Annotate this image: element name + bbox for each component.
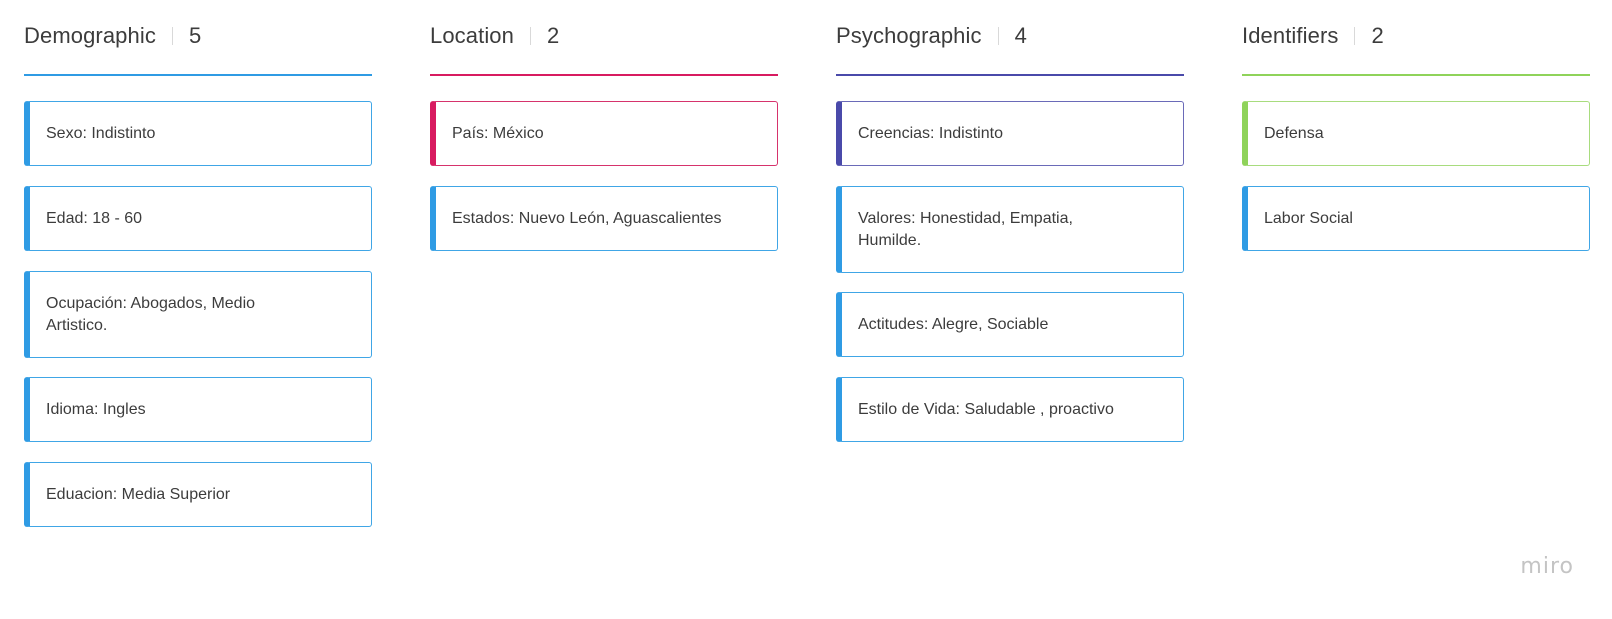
- column-title: Location: [430, 23, 514, 48]
- card[interactable]: Estilo de Vida: Saludable , proactivo: [836, 377, 1184, 442]
- card[interactable]: Sexo: Indistinto: [24, 101, 372, 166]
- card-text: Ocupación: Abogados, Medio Artistico.: [46, 295, 256, 334]
- card[interactable]: Creencias: Indistinto: [836, 101, 1184, 166]
- card-text: Sexo: Indistinto: [46, 125, 156, 142]
- card[interactable]: Actitudes: Alegre, Sociable: [836, 292, 1184, 357]
- column-title: Psychographic: [836, 23, 982, 48]
- card[interactable]: Valores: Honestidad, Empatia, Humilde.: [836, 186, 1184, 273]
- card[interactable]: Eduacion: Media Superior: [24, 462, 372, 527]
- header-divider: [171, 27, 173, 45]
- card-text: Creencias: Indistinto: [858, 125, 1003, 142]
- card-text: País: México: [452, 125, 544, 142]
- card-text: Edad: 18 - 60: [46, 210, 143, 227]
- column-count: 2: [546, 23, 560, 48]
- header-divider: [529, 27, 531, 45]
- column-title: Identifiers: [1242, 23, 1339, 48]
- header-divider: [997, 27, 999, 45]
- column-header[interactable]: Location 2: [430, 20, 559, 52]
- column-header[interactable]: Identifiers 2: [1242, 20, 1384, 52]
- column-header[interactable]: Demographic 5: [24, 20, 201, 52]
- column-count: 2: [1371, 23, 1384, 48]
- column-title: Demographic: [24, 23, 156, 48]
- column-rule: [1242, 74, 1590, 76]
- column-rule: [24, 74, 372, 76]
- card[interactable]: País: México: [430, 101, 778, 166]
- header-divider: [1354, 27, 1356, 45]
- column-count: 4: [1014, 23, 1027, 48]
- miro-logo: miro: [1520, 554, 1574, 579]
- column-rule: [836, 74, 1184, 76]
- column-rule: [430, 74, 778, 76]
- column-header[interactable]: Psychographic 4: [836, 20, 1027, 52]
- card[interactable]: Defensa: [1242, 101, 1590, 166]
- card[interactable]: Labor Social: [1242, 186, 1590, 251]
- card-text: Valores: Honestidad, Empatia, Humilde.: [858, 210, 1073, 249]
- card-text: Defensa: [1264, 125, 1324, 142]
- card[interactable]: Ocupación: Abogados, Medio Artistico.: [24, 271, 372, 358]
- card[interactable]: Idioma: Ingles: [24, 377, 372, 442]
- card[interactable]: Estados: Nuevo León, Aguascalientes: [430, 186, 778, 251]
- card-text: Estados: Nuevo León, Aguascalientes: [452, 210, 722, 227]
- card-text: Idioma: Ingles: [46, 401, 146, 418]
- card-text: Labor Social: [1264, 210, 1353, 227]
- card[interactable]: Edad: 18 - 60: [24, 186, 372, 251]
- card-text: Actitudes: Alegre, Sociable: [858, 316, 1049, 333]
- card-text: Eduacion: Media Superior: [46, 486, 231, 503]
- column-count: 5: [188, 23, 202, 48]
- card-text: Estilo de Vida: Saludable , proactivo: [858, 401, 1114, 418]
